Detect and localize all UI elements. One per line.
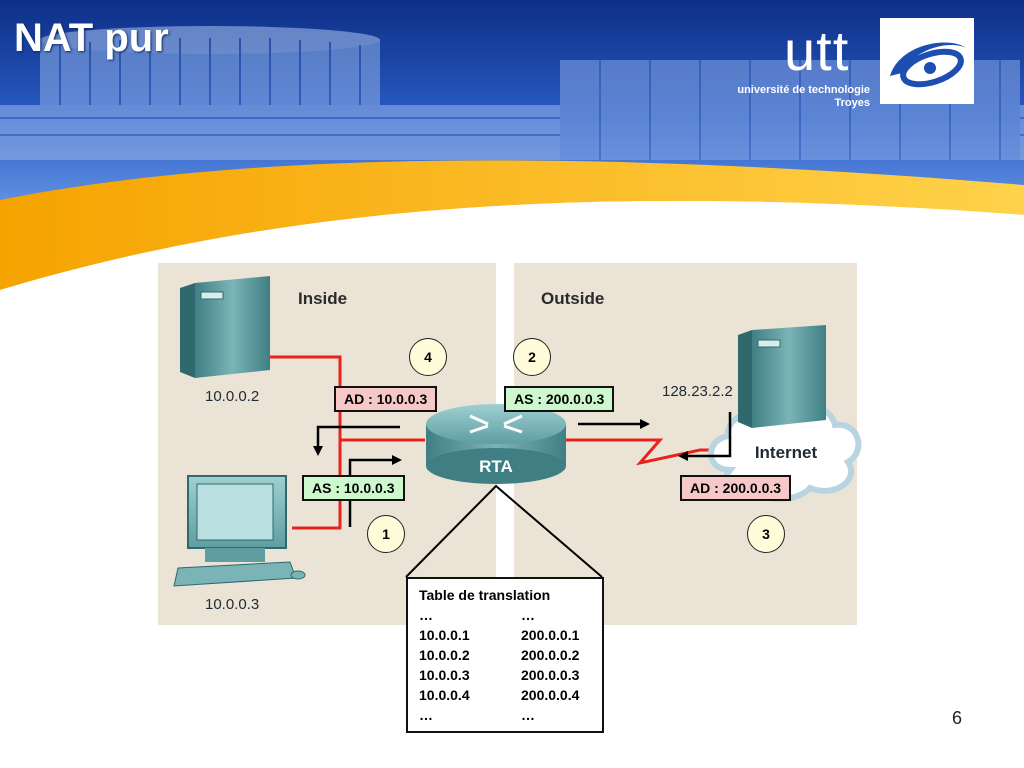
logo-emblem: [880, 18, 974, 104]
table-callout: [405, 484, 603, 578]
inside-address: 10.0.0.4: [419, 687, 470, 703]
inside-address: …: [419, 607, 433, 623]
router-label: RTA: [479, 457, 513, 476]
inside-address: …: [419, 707, 433, 723]
server-inside-icon: [180, 276, 270, 378]
step-1-badge: 1: [367, 515, 405, 553]
translation-table-title: Table de translation: [419, 587, 551, 603]
outside-address: 200.0.0.1: [521, 627, 580, 643]
ip-server-outside: 128.23.2.2: [662, 383, 733, 400]
inside-address: 10.0.0.2: [419, 647, 470, 663]
ip-server-inside: 10.0.0.2: [205, 388, 260, 405]
inside-address: 10.0.0.3: [419, 667, 470, 683]
workstation-icon: [173, 475, 306, 587]
logo-subtitle-2: Troyes: [834, 97, 870, 109]
page-number: 6: [952, 708, 963, 728]
outside-address: 200.0.0.4: [521, 687, 580, 703]
table-row: 10.0.0.2 200.0.0.2: [419, 645, 602, 665]
table-row: 10.0.0.4 200.0.0.4: [419, 685, 602, 705]
packet-ad-inside: AD : 10.0.0.3: [334, 386, 438, 412]
packet-as-outside: AS : 200.0.0.3: [504, 386, 615, 412]
flow-arrows: [316, 412, 732, 527]
table-row: 10.0.0.3 200.0.0.3: [419, 665, 602, 685]
outside-address: 200.0.0.3: [521, 667, 580, 683]
outside-label: Outside: [541, 289, 605, 308]
router-icon: RTA: [426, 404, 566, 484]
step-4-badge: 4: [409, 338, 447, 376]
table-row: ……: [419, 705, 602, 725]
packet-ad-outside: AD : 200.0.0.3: [680, 475, 792, 501]
orange-swoosh: [0, 160, 1024, 290]
slide-title: NAT pur: [14, 16, 169, 60]
table-row: ……: [419, 605, 602, 625]
packet-as-inside: AS : 10.0.0.3: [302, 475, 405, 501]
outside-address: …: [521, 607, 535, 623]
building-image: [0, 26, 1024, 160]
inside-label: Inside: [298, 289, 348, 308]
server-outside-icon: [738, 325, 826, 428]
outside-address: …: [521, 707, 535, 723]
step-2-badge: 2: [513, 338, 551, 376]
step-3-badge: 3: [747, 515, 785, 553]
inside-address: 10.0.0.1: [419, 627, 470, 643]
ip-workstation: 10.0.0.3: [205, 596, 260, 613]
table-row: 10.0.0.1 200.0.0.1: [419, 625, 602, 645]
outside-address: 200.0.0.2: [521, 647, 580, 663]
logo-subtitle-1: université de technologie: [737, 84, 870, 96]
internet-label: Internet: [755, 443, 818, 462]
logo-wordmark: utt: [784, 19, 850, 82]
